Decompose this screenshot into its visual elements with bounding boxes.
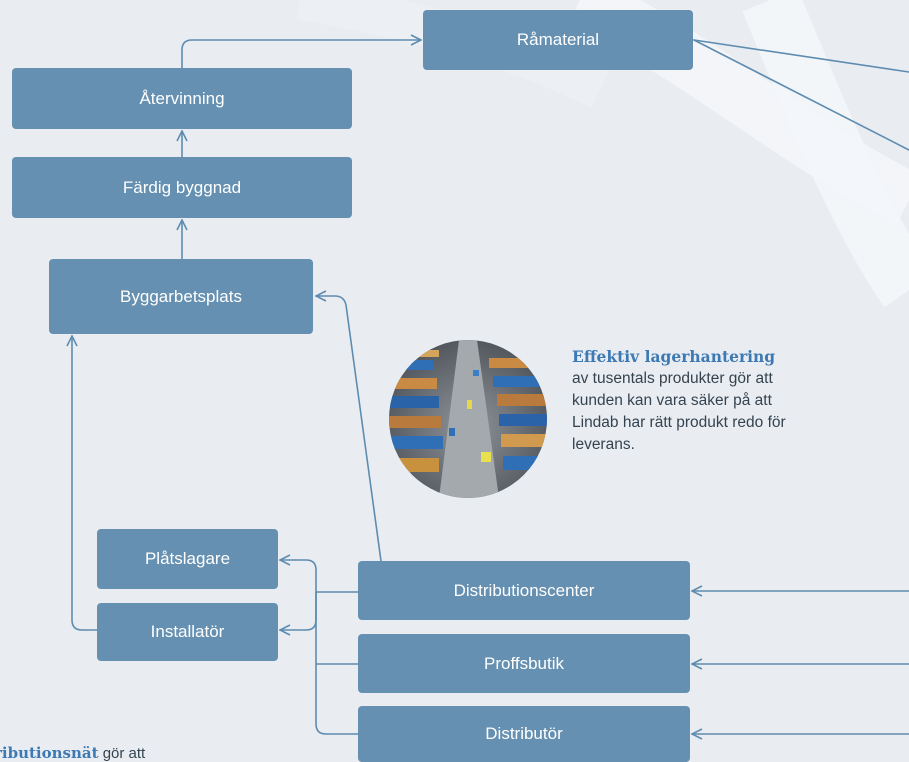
line-atervinning-ramaterial <box>181 40 421 69</box>
node-platslagare: Plåtslagare <box>97 529 278 589</box>
node-distributor: Distributör <box>358 706 690 762</box>
line-dist-byggar <box>316 296 382 562</box>
node-atervinning: Återvinning <box>12 68 352 129</box>
caption-highlight: Effektiv lagerhantering <box>572 347 776 366</box>
node-byggarbetsplats: Byggarbetsplats <box>49 259 313 334</box>
caption: Effektiv lagerhantering av tusentals pro… <box>572 346 822 456</box>
footnote: ributionsnät gör att <box>0 744 145 762</box>
footnote-highlight: ributionsnät <box>0 744 99 762</box>
line-ramaterial-out-2 <box>693 39 909 151</box>
caption-body: av tusentals produkter gör att kunden ka… <box>572 370 786 453</box>
line-to-platslagare <box>280 560 359 593</box>
line-installator-byggar <box>72 336 98 631</box>
node-ramaterial: Råmaterial <box>423 10 693 70</box>
node-proffsbutik: Proffsbutik <box>358 634 690 693</box>
line-trunk <box>315 591 359 735</box>
warehouse-photo <box>389 340 547 498</box>
footnote-rest: gör att <box>98 745 146 762</box>
node-distributionscenter: Distributionscenter <box>358 561 690 620</box>
node-fardig-byggnad: Färdig byggnad <box>12 157 352 218</box>
line-ramaterial-out-1 <box>693 39 909 73</box>
line-to-installator <box>280 591 317 630</box>
node-installator: Installatör <box>97 603 278 661</box>
